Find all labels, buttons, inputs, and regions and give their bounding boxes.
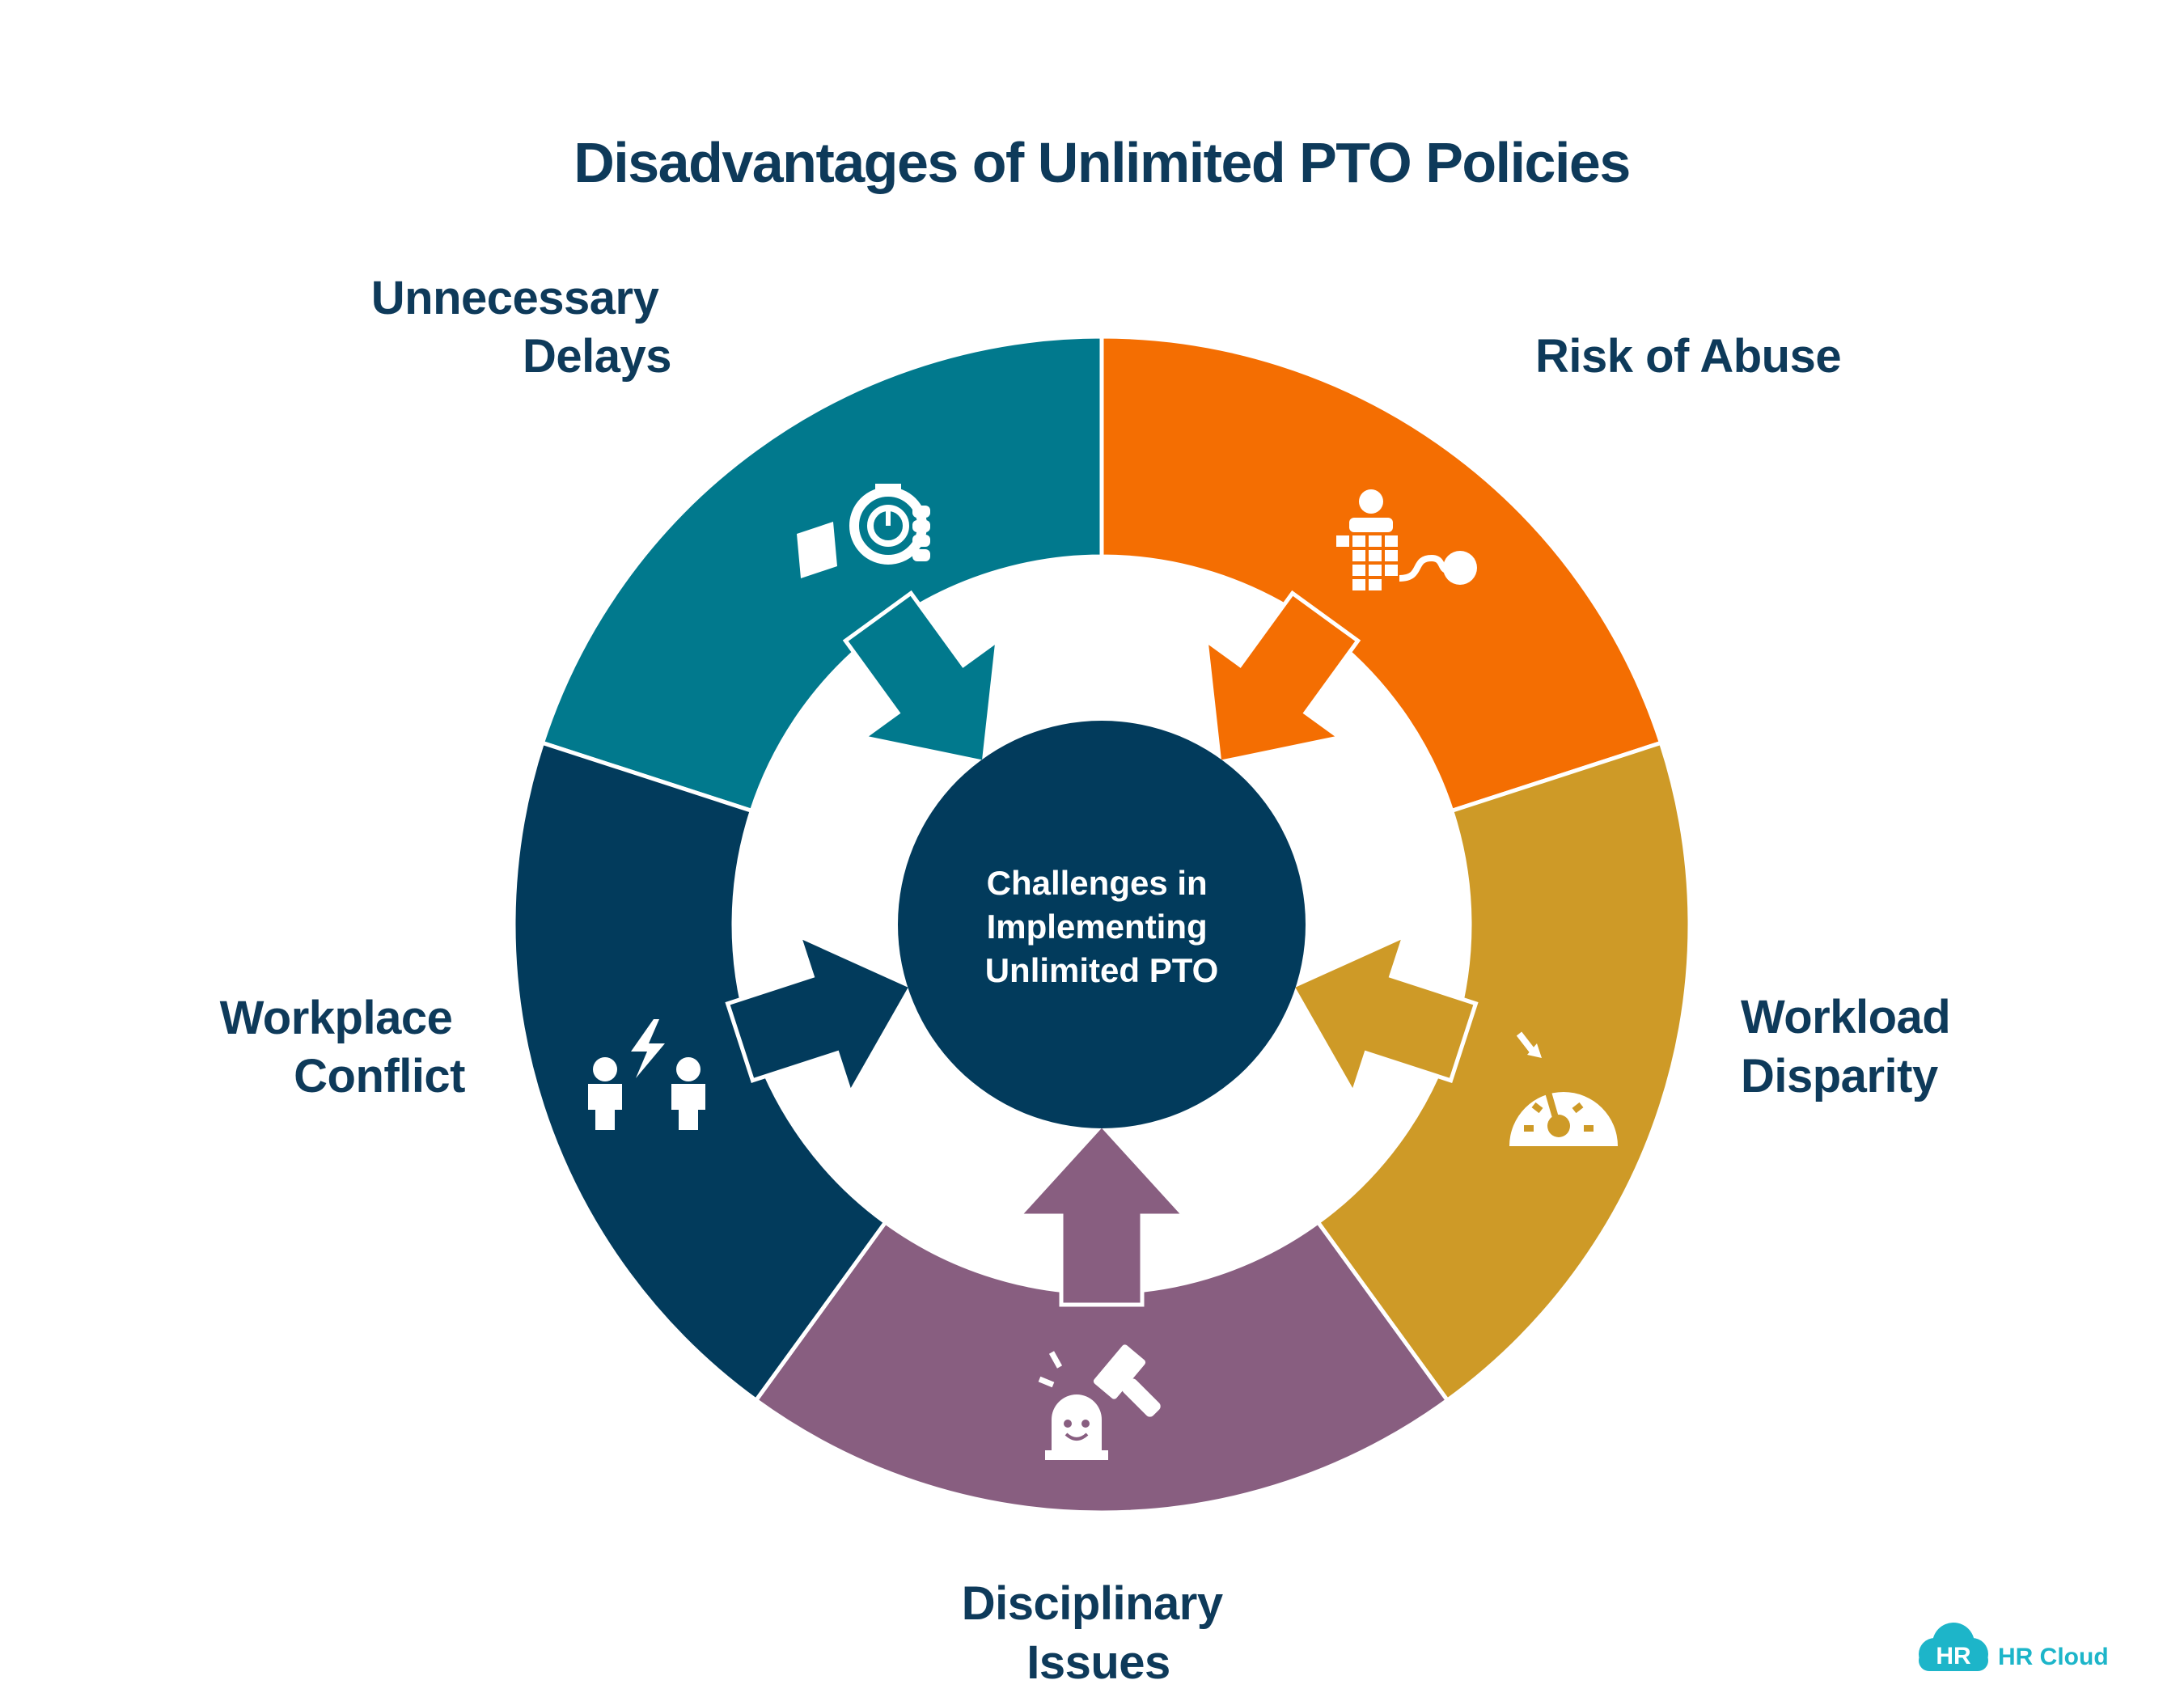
segment-label-disciplinary-issues: Disciplinary Issues [962, 1577, 1235, 1689]
ring-segment-workload-disparity [1315, 740, 1692, 1403]
center-text: Challenges in Implementing Unlimited PTO [985, 864, 1219, 989]
segment-label-line: Unnecessary [371, 272, 659, 324]
center-line-2: Implementing [987, 908, 1208, 946]
segment-label-line: Workload [1741, 991, 1950, 1043]
segment-label-line: Disparity [1741, 1050, 1938, 1102]
center-circle [898, 721, 1306, 1128]
segment-label-unnecessary-delays: Unnecessary Delays [371, 272, 671, 383]
segment-label-workload-disparity: Workload Disparity [1741, 991, 1963, 1102]
people-conflict-icon [588, 1019, 705, 1130]
gavel-person-icon [1038, 1344, 1161, 1460]
center-line-1: Challenges in [987, 864, 1208, 902]
segment-label-workplace-conflict: Workplace Conflict [220, 992, 466, 1102]
arrow-workload-disparity [1289, 932, 1479, 1098]
hr-cloud-logo: HR HR Cloud [1919, 1623, 2109, 1671]
person-maze-icon [1336, 489, 1477, 590]
cloud-badge-icon [1919, 1623, 1988, 1671]
ring-segment-unnecessary-delays [540, 334, 1104, 813]
arrow-unnecessary-delays [842, 590, 1001, 765]
segment-label-line: Issues [1026, 1636, 1170, 1689]
logo-badge-text: HR [1936, 1643, 1971, 1669]
logo-name: HR Cloud [1998, 1644, 2109, 1670]
arrow-workplace-conflict [725, 932, 914, 1098]
gauge-needle [1524, 1088, 1594, 1137]
gavel-person-face [1064, 1420, 1090, 1441]
segment-label-line: Workplace [220, 992, 453, 1044]
segment-label-risk-of-abuse: Risk of Abuse [1535, 330, 1841, 383]
segment-label-line: Delays [523, 330, 671, 383]
segment-label-line: Conflict [294, 1050, 465, 1102]
segment-label-line: Risk of Abuse [1535, 330, 1841, 383]
segment-label-line: Disciplinary [962, 1577, 1223, 1630]
stopwatch-hand-icon [797, 484, 930, 578]
center-line-3: Unlimited PTO [985, 951, 1219, 989]
inner-arrows [725, 590, 1479, 1307]
arrow-risk-of-abuse [1203, 590, 1361, 765]
page-title: Disadvantages of Unlimited PTO Policies [574, 131, 1630, 194]
arrow-disciplinary-issues [1014, 1122, 1189, 1307]
ring-segment-disciplinary-issues [754, 1220, 1450, 1515]
